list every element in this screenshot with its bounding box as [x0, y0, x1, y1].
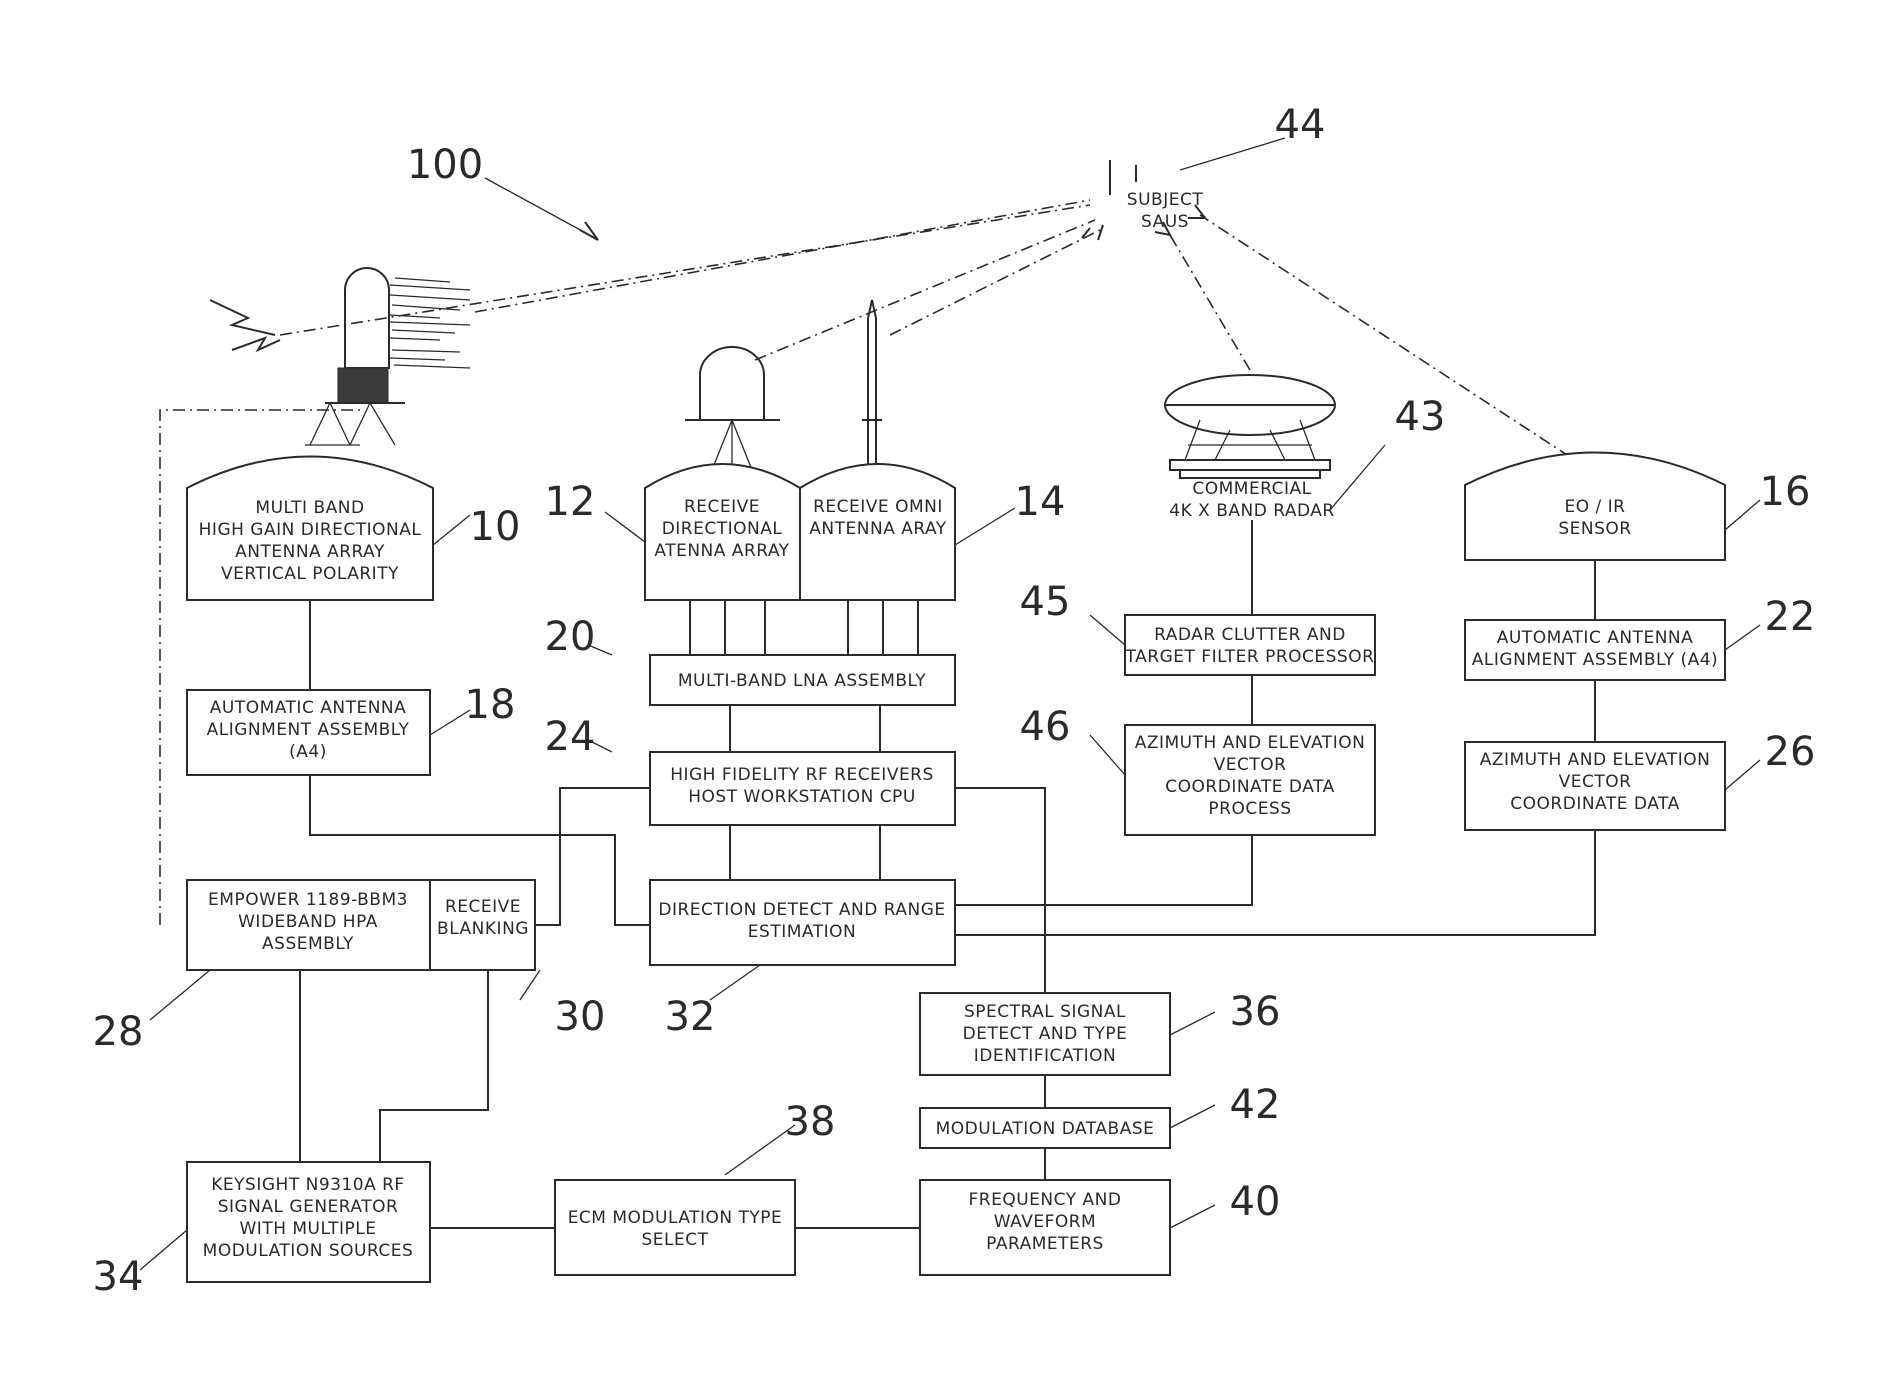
block-10-label-line: ANTENNA ARRAY [235, 542, 385, 562]
block-14-label-line: RECEIVE OMNI [813, 497, 943, 517]
directional-antenna-icon [210, 268, 470, 445]
block-28-label-line: WIDEBAND HPA [238, 912, 378, 932]
block-20-label-line: MULTI-BAND LNA ASSEMBLY [678, 671, 926, 691]
blocks [187, 453, 1725, 1283]
block-46-label-line: VECTOR [1214, 755, 1287, 775]
ref-numeral-24: 24 [545, 714, 596, 760]
block-34-label-line: MODULATION SOURCES [203, 1241, 414, 1261]
receive-directional-dome-icon [685, 347, 780, 470]
block-26-label-line: VECTOR [1559, 772, 1632, 792]
block-24-label-line: HOST WORKSTATION CPU [688, 787, 916, 807]
block-10-label-line: MULTI BAND [255, 498, 364, 518]
ref-numeral-45: 45 [1020, 579, 1071, 625]
block-30-label-line: RECEIVE [445, 897, 521, 917]
ref-numeral-34: 34 [93, 1254, 144, 1300]
ref-numeral-38: 38 [785, 1099, 836, 1145]
ref-numeral-14: 14 [1015, 479, 1066, 525]
block-36-label-line: IDENTIFICATION [974, 1046, 1116, 1066]
ref-numeral-18: 18 [465, 682, 516, 728]
block-46-label-line: COORDINATE DATA [1165, 777, 1334, 797]
block-46-label-line: AZIMUTH AND ELEVATION [1135, 733, 1366, 753]
ref-numeral-43: 43 [1395, 394, 1446, 440]
ref-numeral-32: 32 [665, 994, 716, 1040]
block-34-label-line: KEYSIGHT N9310A RF [211, 1175, 404, 1195]
block-46-label-line: PROCESS [1208, 799, 1291, 819]
block-45-label-line: TARGET FILTER PROCESSOR [1125, 647, 1375, 667]
ref-numeral-40: 40 [1230, 1179, 1281, 1225]
block-24-label-line: HIGH FIDELITY RF RECEIVERS [670, 765, 934, 785]
figure-number: 100 [407, 142, 483, 188]
ref-numeral-42: 42 [1230, 1082, 1281, 1128]
ref-numeral-36: 36 [1230, 989, 1281, 1035]
block-12-label-line: RECEIVE [684, 497, 760, 517]
target-label-line: SUBJECT [1127, 190, 1204, 210]
ref-numeral-26: 26 [1765, 729, 1816, 775]
block-26-label-line: AZIMUTH AND ELEVATION [1480, 750, 1711, 770]
block-18-label-line: (A4) [289, 742, 327, 762]
ref-numeral-22: 22 [1765, 594, 1816, 640]
omni-antenna-icon [862, 300, 882, 470]
ref-numeral-16: 16 [1760, 469, 1811, 515]
block-12-label-line: DIRECTIONAL [662, 519, 783, 539]
block-45-label-line: RADAR CLUTTER AND [1154, 625, 1346, 645]
block-43-label-line: COMMERCIAL [1192, 479, 1311, 499]
ref-numeral-20: 20 [545, 614, 596, 660]
block-38-label-line: SELECT [642, 1230, 709, 1250]
block-40-label-line: PARAMETERS [986, 1234, 1104, 1254]
block-28-label-line: ASSEMBLY [262, 934, 354, 954]
ref-numeral-46: 46 [1020, 704, 1071, 750]
target-label-line: SAUS [1141, 212, 1189, 232]
block-34-label-line: WITH MULTIPLE [240, 1219, 377, 1239]
block-34-label-line: SIGNAL GENERATOR [218, 1197, 399, 1217]
block-22-label-line: ALIGNMENT ASSEMBLY (A4) [1472, 650, 1718, 670]
block-18-label-line: AUTOMATIC ANTENNA [210, 698, 407, 718]
block-36-label-line: DETECT AND TYPE [963, 1024, 1128, 1044]
block-10-label-line: VERTICAL POLARITY [221, 564, 399, 584]
block-30-label-line: BLANKING [437, 919, 529, 939]
radar-dish-icon [1165, 375, 1335, 478]
block-32-label-line: DIRECTION DETECT AND RANGE [658, 900, 945, 920]
block-42-label-line: MODULATION DATABASE [936, 1119, 1155, 1139]
block-10-label-line: HIGH GAIN DIRECTIONAL [199, 520, 422, 540]
block-18-label-line: ALIGNMENT ASSEMBLY [207, 720, 410, 740]
block-26-label-line: COORDINATE DATA [1510, 794, 1679, 814]
block-22-label-line: AUTOMATIC ANTENNA [1497, 628, 1694, 648]
block-36-label-line: SPECTRAL SIGNAL [964, 1002, 1126, 1022]
block-16-label-line: SENSOR [1558, 519, 1631, 539]
block-28-label-line: EMPOWER 1189-BBM3 [208, 890, 408, 910]
block-32-label-line: ESTIMATION [748, 922, 856, 942]
ref-numeral-10: 10 [470, 504, 521, 550]
ref-numeral-30: 30 [555, 994, 606, 1040]
block-40-label-line: FREQUENCY AND [969, 1190, 1122, 1210]
block-40-label-line: WAVEFORM [994, 1212, 1096, 1232]
ref-numeral-12: 12 [545, 479, 596, 525]
ref-numeral-44: 44 [1275, 102, 1326, 148]
ref-numeral-28: 28 [93, 1009, 144, 1055]
block-16-label-line: EO / IR [1565, 497, 1626, 517]
block-14-label-line: ANTENNA ARAY [809, 519, 947, 539]
block-12-label-line: ATENNA ARRAY [654, 541, 789, 561]
block-43-label-line: 4K X BAND RADAR [1169, 501, 1334, 521]
block-38-label-line: ECM MODULATION TYPE [568, 1208, 783, 1228]
